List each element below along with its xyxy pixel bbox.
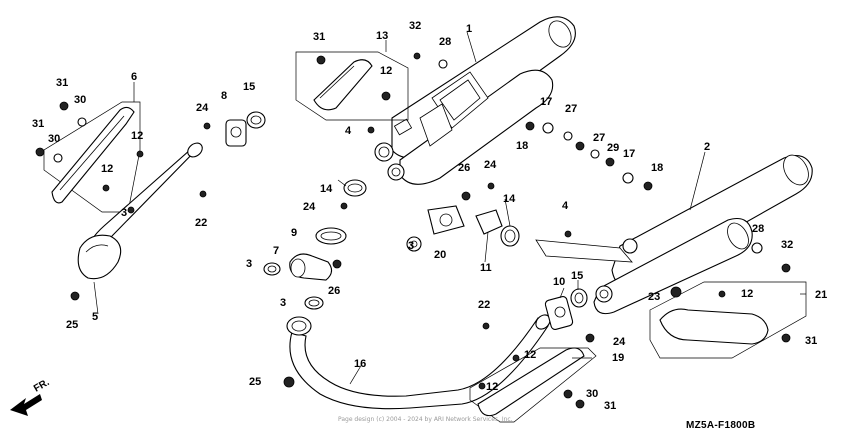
callout: 21 [815,289,827,301]
callout: 2 [704,141,710,153]
callout: 28 [752,223,764,235]
callout: 16 [354,358,366,370]
front-direction-arrow [10,394,42,416]
callout: 12 [524,349,536,361]
callout: 3 [408,240,414,252]
right-muffler[interactable] [535,151,814,315]
callout: 20 [434,249,446,261]
callout: 22 [195,217,207,229]
diagram-code: MZ5A-F1800B [686,420,755,431]
upper-muffler[interactable] [374,16,576,185]
flange-20[interactable] [427,205,465,235]
gasket-3-lower[interactable] [304,296,324,310]
callout: 3 [280,297,286,309]
clamp-8[interactable] [225,119,247,147]
callout: 8 [221,90,227,102]
callout: 12 [131,130,143,142]
callout: 18 [651,162,663,174]
clamp-9[interactable] [315,227,347,245]
callout: 6 [131,71,137,83]
callout: 23 [648,291,660,303]
callout: 28 [439,36,451,48]
callout-labels: 1 2 3 3 3 3 4 4 5 6 7 8 9 10 11 12 12 12… [32,20,827,412]
left-exhaust-pipe[interactable] [77,140,205,280]
callout: 30 [586,388,598,400]
callout: 19 [612,352,624,364]
callout: 4 [345,125,352,137]
callout: 32 [781,239,793,251]
callout: 7 [273,245,279,257]
joint-pipe-left[interactable] [289,253,333,281]
front-direction-label: FR. [32,377,52,395]
rear-heat-shield[interactable] [659,308,769,345]
ring-15-right[interactable] [570,288,588,308]
callout: 30 [48,133,60,145]
upper-heat-shield[interactable] [313,59,373,111]
gasket-3-left[interactable] [263,262,281,276]
ring-15-left[interactable] [246,111,266,129]
fastener-set [35,52,791,409]
callout: 17 [540,96,552,108]
callout: 9 [291,227,297,239]
gasket-14-left[interactable] [343,179,367,197]
callout: 30 [74,94,86,106]
callout: 31 [604,400,616,412]
callout: 12 [741,288,753,300]
lower-heat-shield[interactable] [477,347,585,417]
callout: 12 [380,65,392,77]
callout: 1 [466,23,472,35]
callout: 31 [805,335,817,347]
callout: 15 [571,270,583,282]
callout: 24 [613,336,626,348]
callout: 27 [565,103,577,115]
callout: 26 [328,285,340,297]
callout: 13 [376,30,388,42]
collar-10[interactable] [544,296,574,331]
callout: 12 [101,163,113,175]
callout: 27 [593,132,605,144]
callout: 25 [66,319,78,331]
callout: 24 [303,201,316,213]
callout: 14 [320,183,333,195]
callout: 29 [607,142,619,154]
callout: 22 [478,299,490,311]
copyright-notice: Page design (c) 2004 - 2024 by ARI Netwo… [338,416,513,423]
callout: 14 [503,193,516,205]
callout: 18 [516,140,528,152]
callout: 24 [484,159,497,171]
callout: 4 [562,200,569,212]
callout: 10 [553,276,565,288]
callout: 32 [409,20,421,32]
gasket-14-right[interactable] [500,225,520,247]
callout: 12 [486,381,498,393]
bracket-11[interactable] [475,209,503,235]
callout: 31 [56,77,68,89]
callout: 26 [458,162,470,174]
callout: 5 [92,311,98,323]
callout: 3 [121,207,127,219]
callout: 17 [623,148,635,160]
front-heat-shield[interactable] [51,106,135,204]
callout: 31 [32,118,44,130]
callout: 24 [196,102,209,114]
callout: 25 [249,376,261,388]
callout: 15 [243,81,255,93]
callout: 11 [480,262,492,274]
callout: 31 [313,31,325,43]
leader-lines [93,31,806,385]
gasket-3-mid[interactable] [406,236,422,252]
callout: 3 [246,258,252,270]
